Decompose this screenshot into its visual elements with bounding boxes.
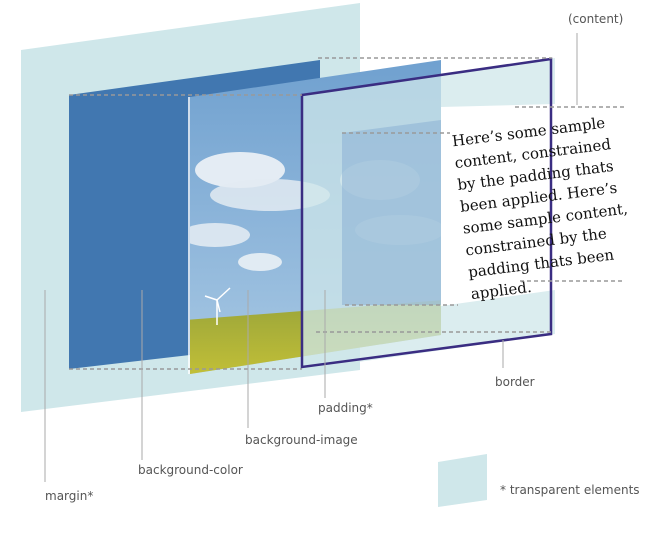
guide-lines bbox=[69, 57, 624, 370]
background-image-label: background-image bbox=[245, 433, 358, 447]
margin-label: margin* bbox=[45, 489, 93, 503]
leader-lines bbox=[44, 33, 578, 482]
wind-turbine-icon bbox=[204, 287, 231, 325]
legend-text: * transparent elements bbox=[500, 483, 640, 497]
background-color-label: background-color bbox=[138, 463, 243, 477]
border-layer bbox=[300, 57, 553, 369]
content-image-overlay bbox=[342, 120, 441, 305]
content-text-block: Here’s some sample content, constrained … bbox=[451, 114, 629, 303]
content-area bbox=[441, 104, 555, 306]
border-label: border bbox=[495, 375, 535, 389]
content-label: (content) bbox=[568, 12, 623, 26]
padding-label: padding* bbox=[318, 401, 373, 415]
legend-swatch bbox=[438, 454, 487, 507]
